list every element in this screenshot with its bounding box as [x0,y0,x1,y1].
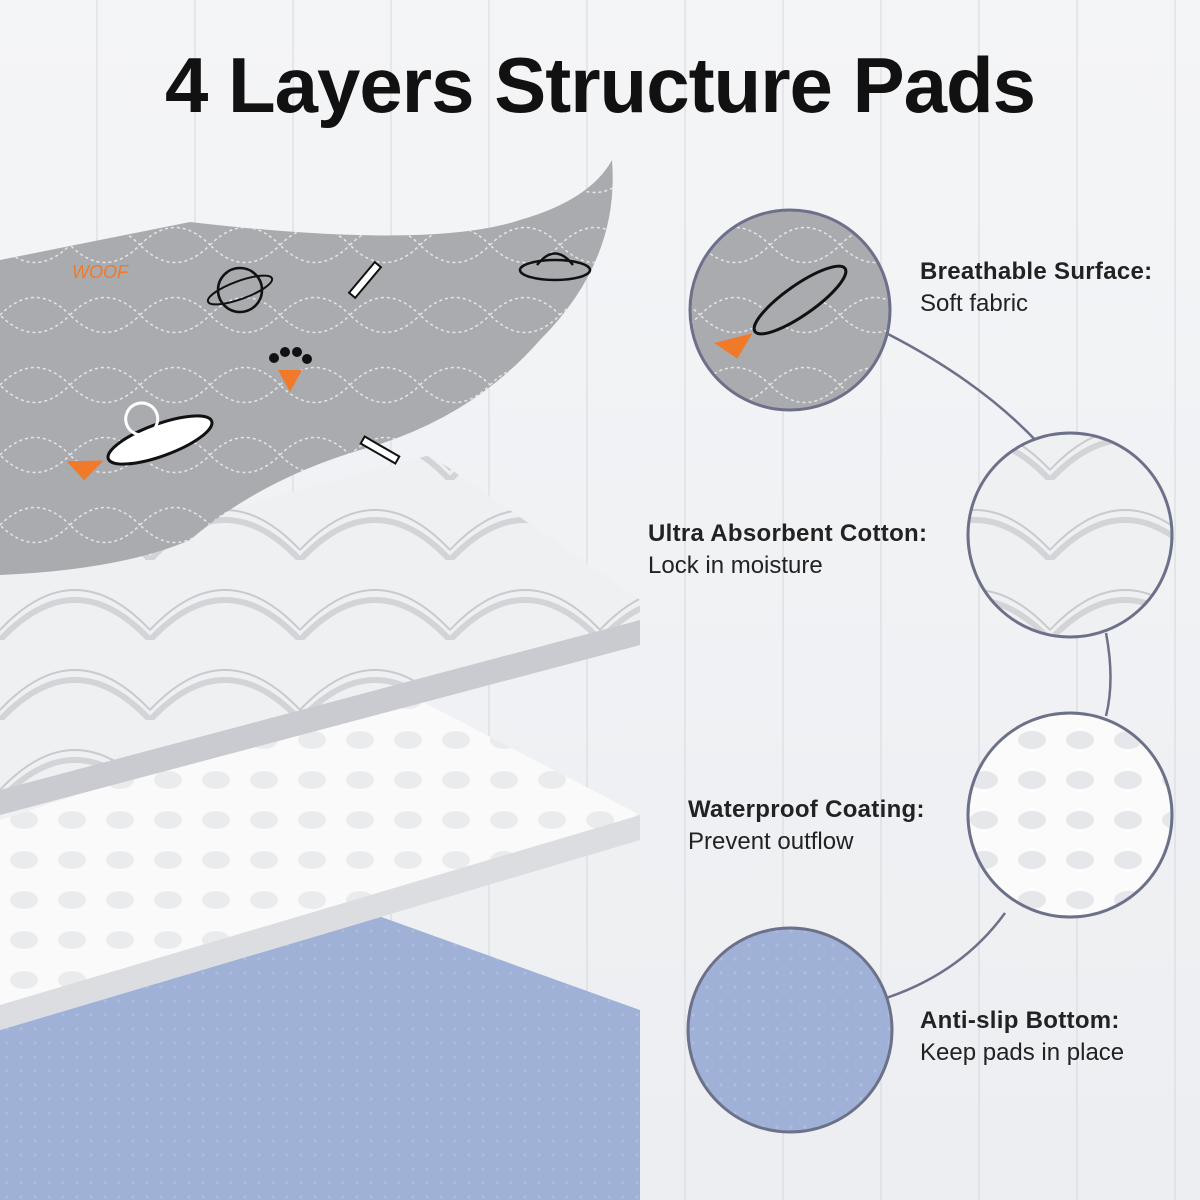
label-waterproof-coating: Waterproof Coating: Prevent outflow [688,796,925,856]
waterproof-layer [0,690,640,1030]
label-desc: Lock in moisture [648,552,823,579]
label-breathable-surface: Breathable Surface: Soft fabric [920,258,1152,318]
detail-circle-bottom [686,926,894,1134]
breathable-surface-layer: WOOF [0,160,613,575]
label-heading: Ultra Absorbent Cotton: [648,520,928,547]
woof-print: WOOF [72,262,129,282]
detail-circle-cotton [966,431,1174,639]
connector-line [879,328,1112,1002]
detail-circle-surface [688,208,892,412]
label-desc: Keep pads in place [920,1039,1125,1066]
label-heading: Anti-slip Bottom: [920,1007,1120,1034]
rocket-icon [66,401,214,481]
paw-icon [269,347,312,392]
bone-icon [359,435,401,465]
label-desc: Soft fabric [920,290,1029,317]
ufo-icon [518,252,592,282]
page-title: 4 Layers Structure Pads [164,41,1036,129]
label-desc: Prevent outflow [688,828,854,855]
label-absorbent-cotton: Ultra Absorbent Cotton: Lock in moisture [648,520,927,580]
bone-icon [347,260,383,300]
label-anti-slip-bottom: Anti-slip Bottom: Keep pads in place [920,1007,1124,1067]
detail-circle-waterproof [966,711,1174,919]
planet-icon [206,266,274,314]
label-heading: Waterproof Coating: [688,796,925,823]
label-heading: Breathable Surface: [920,258,1153,285]
